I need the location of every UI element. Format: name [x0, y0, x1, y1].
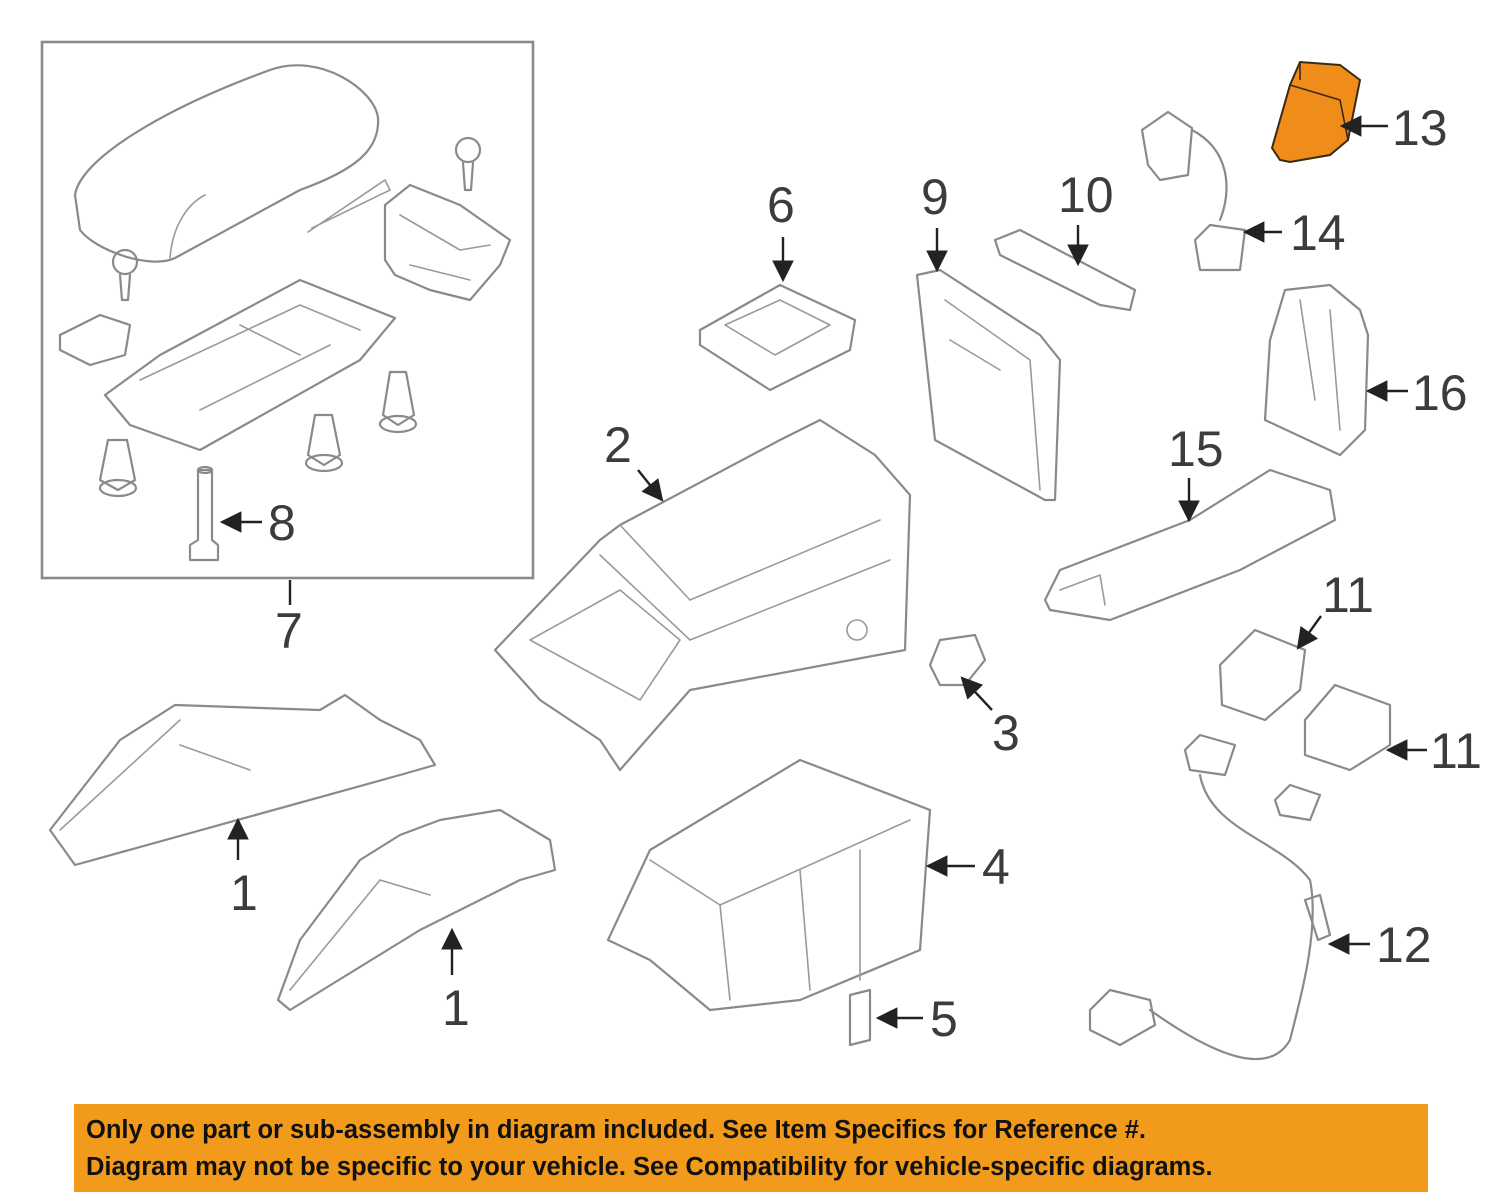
- disclaimer-banner: Only one part or sub-assembly in diagram…: [74, 1104, 1428, 1192]
- part-5-block: [848, 988, 872, 1047]
- callout-10: 10: [1058, 167, 1114, 223]
- callout-5: 5: [930, 991, 958, 1047]
- callout-11-lower: 11: [1430, 723, 1482, 779]
- callout-7: 7: [275, 603, 303, 659]
- part-1-side-panel-upper: [48, 693, 437, 867]
- callout-13: 13: [1392, 100, 1448, 156]
- part-8-bolt: [188, 465, 220, 562]
- part-13-highlighted: [1270, 60, 1362, 164]
- part-15-duct: [1043, 468, 1337, 622]
- callout-1-upper: 1: [230, 865, 258, 921]
- armrest-hinge-bracket: [307, 179, 512, 302]
- callout-11-upper: 11: [1322, 567, 1374, 623]
- part-11-switch-a: [1218, 628, 1307, 722]
- armrest-lid: [73, 64, 380, 263]
- part-14-harness: [1140, 110, 1247, 272]
- callout-8: 8: [268, 495, 296, 551]
- part-3-cap: [928, 633, 987, 687]
- callout-12: 12: [1376, 917, 1432, 973]
- callout-16: 16: [1412, 365, 1468, 421]
- callout-6: 6: [767, 177, 795, 233]
- callout-15: 15: [1168, 421, 1224, 477]
- part-6-tray: [698, 283, 857, 392]
- part-12-harness: [1088, 733, 1332, 1061]
- callout-1-lower: 1: [442, 980, 470, 1036]
- callout-4: 4: [982, 839, 1010, 895]
- callout-14: 14: [1290, 205, 1346, 261]
- callout-3: 3: [992, 705, 1020, 761]
- part-16-duct: [1263, 283, 1370, 457]
- armrest-clip: [58, 313, 132, 367]
- part-2-console-housing: [493, 418, 912, 772]
- part-9-panel: [915, 268, 1062, 502]
- armrest-base-tray: [103, 278, 397, 452]
- part-4-frame: [606, 758, 932, 1012]
- part-10-trim-strip: [993, 228, 1137, 312]
- callout-2: 2: [604, 417, 632, 473]
- callout-9: 9: [921, 169, 949, 225]
- disclaimer-line-2: Diagram may not be specific to your vehi…: [86, 1153, 1213, 1181]
- disclaimer-line-1: Only one part or sub-assembly in diagram…: [86, 1116, 1146, 1144]
- part-1-side-panel-lower: [276, 808, 557, 1012]
- armrest-assembly-box: [40, 40, 535, 580]
- part-11-switch-b: [1303, 683, 1392, 772]
- armrest-screws: [98, 136, 482, 498]
